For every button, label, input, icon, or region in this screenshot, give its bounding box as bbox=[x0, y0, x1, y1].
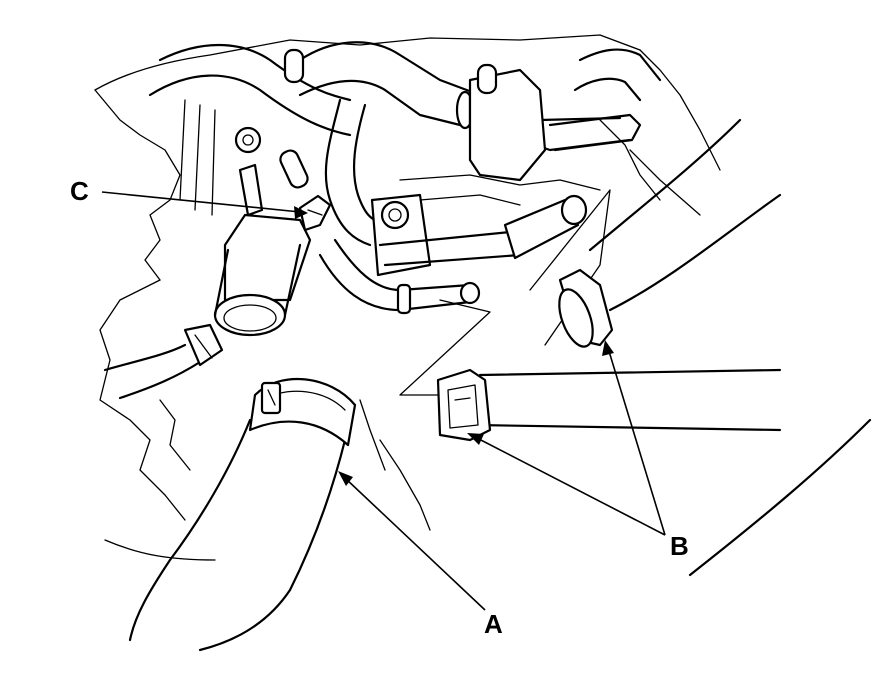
bolt-icon bbox=[234, 126, 262, 154]
filler-neck-opening bbox=[213, 293, 287, 337]
callout-label-b: B bbox=[670, 531, 689, 561]
leader-b1 bbox=[474, 436, 666, 536]
bypass-hose bbox=[318, 189, 611, 396]
left-small-hose bbox=[103, 323, 224, 400]
thermostat-housing bbox=[213, 163, 312, 337]
leader-b2 bbox=[607, 347, 666, 536]
upper-hoses bbox=[148, 41, 662, 247]
stud-icon bbox=[283, 48, 305, 84]
arrow-a bbox=[338, 471, 353, 486]
callout-label-a: A bbox=[484, 609, 503, 639]
clamp-b-lower bbox=[436, 368, 492, 442]
callout-label-c: C bbox=[70, 176, 89, 206]
callout-leaders bbox=[101, 191, 666, 611]
lower-outline bbox=[629, 149, 872, 577]
arrow-c bbox=[294, 206, 308, 219]
bolts bbox=[234, 48, 432, 277]
clamp-c bbox=[298, 194, 332, 232]
arrow-b1 bbox=[467, 433, 484, 445]
radiator-hose-a bbox=[128, 377, 357, 652]
leader-a bbox=[344, 477, 486, 611]
leader-c bbox=[101, 191, 301, 213]
bolt-icon bbox=[380, 200, 410, 230]
radiator-hoses-b bbox=[436, 118, 782, 442]
stud-icon bbox=[279, 149, 309, 189]
engine-block-outline bbox=[94, 34, 721, 561]
arrow-b2 bbox=[602, 340, 614, 356]
clamp-a bbox=[260, 381, 282, 415]
